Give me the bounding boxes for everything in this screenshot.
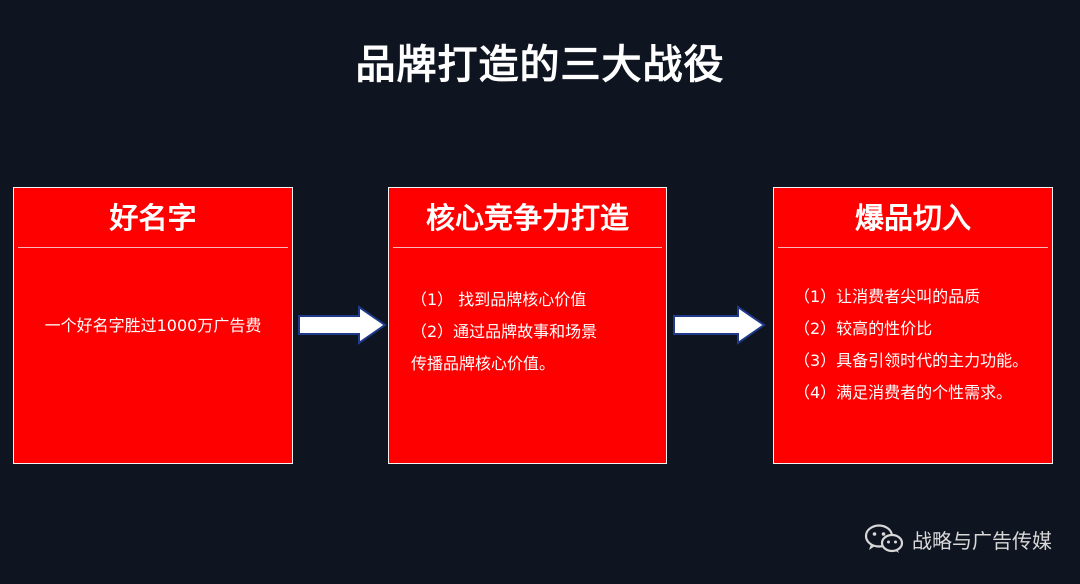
card-line: 一个好名字胜过1000万广告费: [44, 316, 262, 335]
right-arrow-icon: [298, 305, 387, 345]
watermark-text: 战略与广告传媒: [912, 528, 1052, 553]
slide-title: 品牌打造的三大战役: [355, 42, 725, 88]
card-good-name: 好名字 一个好名字胜过1000万广告费: [13, 187, 293, 464]
card-line: （1） 找到品牌核心价值: [411, 290, 587, 309]
wechat-icon: [864, 524, 904, 553]
card-line: （1）让消费者尖叫的品质: [794, 287, 981, 306]
card-line: （4）满足消费者的个性需求。: [794, 383, 1013, 402]
card-line: （2）通过品牌故事和场景: [411, 322, 598, 341]
card-heading: 核心竞争力打造: [393, 188, 662, 248]
card-body: 一个好名字胜过1000万广告费: [14, 248, 292, 342]
card-body: （1）让消费者尖叫的品质 （2）较高的性价比 （3）具备引领时代的主力功能。 （…: [774, 248, 1052, 409]
card-line: （2）较高的性价比: [794, 319, 933, 338]
card-line: 传播品牌核心价值。: [411, 354, 556, 373]
right-arrow-icon: [673, 305, 766, 345]
card-heading: 爆品切入: [778, 188, 1048, 248]
card-body: （1） 找到品牌核心价值 （2）通过品牌故事和场景 传播品牌核心价值。: [389, 248, 666, 380]
watermark: 战略与广告传媒: [864, 523, 1052, 555]
card-hit-product: 爆品切入 （1）让消费者尖叫的品质 （2）较高的性价比 （3）具备引领时代的主力…: [773, 187, 1053, 464]
card-line: （3）具备引领时代的主力功能。: [794, 351, 1029, 370]
card-core-competitiveness: 核心竞争力打造 （1） 找到品牌核心价值 （2）通过品牌故事和场景 传播品牌核心…: [388, 187, 667, 464]
card-heading: 好名字: [18, 188, 288, 248]
